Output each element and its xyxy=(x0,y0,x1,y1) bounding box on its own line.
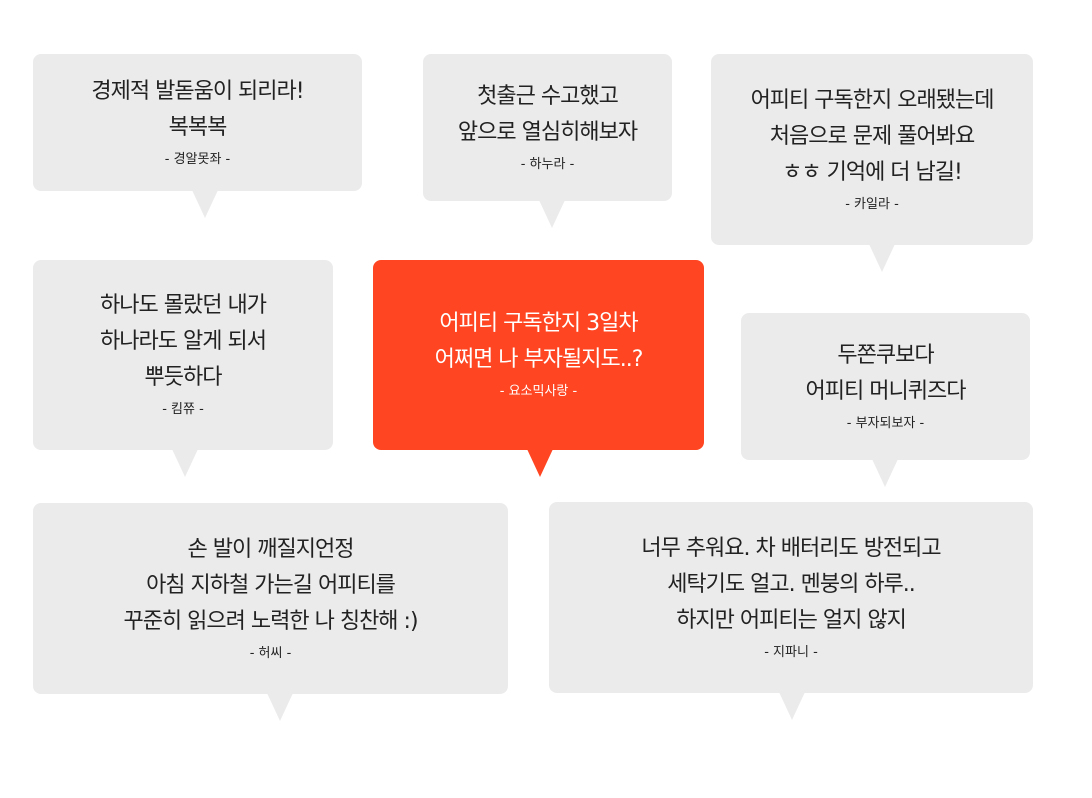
featured-comment-bubble: 어피티 구독한지 3일차 어쩌면 나 부자될지도..? - 요소믹사랑 - xyxy=(373,260,704,477)
comment-line: 세탁기도 얼고. 멘붕의 하루.. xyxy=(667,571,916,597)
comment-line: 어쩌면 나 부자될지도..? xyxy=(434,347,644,372)
bubble-tail xyxy=(267,693,293,721)
comment-author: - 킴쮸 - xyxy=(162,402,204,417)
comment-line: 처음으로 문제 풀어봐요 xyxy=(769,123,975,149)
comment-author: - 지파니 - xyxy=(764,644,818,660)
comment-author: - 하누라 - xyxy=(520,156,575,172)
comment-bubble-7: 손 발이 깨질지언정 아침 지하철 가는길 어피티를 꾸준히 읽으려 노력한 나… xyxy=(33,503,508,721)
comment-line: 경제적 발돋움이 되리라! xyxy=(91,78,304,104)
comment-line: 손 발이 깨질지언정 xyxy=(187,536,355,562)
comment-author: - 요소믹사랑 - xyxy=(499,384,578,399)
comment-line: 아침 지하철 가는길 어피티를 xyxy=(146,572,396,598)
comment-bubble-2: 첫출근 수고했고 앞으로 열심히해보자 - 하누라 - xyxy=(423,54,672,228)
comment-line: ㅎㅎ 기억에 더 남길! xyxy=(782,159,963,185)
comment-line: 두쫀쿠보다 xyxy=(837,342,934,368)
bubble-tail xyxy=(869,244,895,272)
bubble-tail xyxy=(779,692,805,720)
comment-bubble-8: 너무 추워요. 차 배터리도 방전되고 세탁기도 얼고. 멘붕의 하루.. 하지… xyxy=(549,502,1033,720)
bubble-tail xyxy=(192,190,218,218)
comment-author: - 카일라 - xyxy=(845,196,899,212)
comment-line: 앞으로 열심히해보자 xyxy=(457,119,638,145)
comment-bubble-4: 하나도 몰랐던 내가 하나라도 알게 되서 뿌듯하다 - 킴쮸 - xyxy=(33,260,333,477)
bubble-tail xyxy=(527,449,553,477)
comment-line: 하나라도 알게 되서 xyxy=(100,329,267,354)
comment-author: - 경알못좌 - xyxy=(164,151,231,167)
comment-line: 어피티 구독한지 오래됐는데 xyxy=(750,87,995,113)
bubble-tail xyxy=(172,449,198,477)
comment-line: 어피티 구독한지 3일차 xyxy=(439,311,638,336)
comment-line: 뿌듯하다 xyxy=(144,365,223,390)
comment-line: 어피티 머니퀴즈다 xyxy=(805,378,967,404)
comment-line: 복복복 xyxy=(168,114,228,140)
comment-bubble-1: 경제적 발돋움이 되리라! 복복복 - 경알못좌 - xyxy=(33,54,362,218)
bubble-tail xyxy=(539,200,565,228)
bubble-tail xyxy=(872,459,898,487)
comment-line: 첫출근 수고했고 xyxy=(477,83,619,109)
comment-line: 하지만 어피티는 얼지 않지 xyxy=(676,607,907,633)
comment-author: - 허씨 - xyxy=(249,645,292,661)
comment-line: 꾸준히 읽으려 노력한 나 칭찬해 :) xyxy=(123,608,418,634)
comment-bubble-6: 두쫀쿠보다 어피티 머니퀴즈다 - 부자되보자 - xyxy=(741,313,1030,487)
comment-bubble-3: 어피티 구독한지 오래됐는데 처음으로 문제 풀어봐요 ㅎㅎ 기억에 더 남길!… xyxy=(711,54,1033,272)
comment-line: 너무 추워요. 차 배터리도 방전되고 xyxy=(641,535,941,561)
comment-author: - 부자되보자 - xyxy=(846,415,925,431)
comment-line: 하나도 몰랐던 내가 xyxy=(100,293,267,318)
